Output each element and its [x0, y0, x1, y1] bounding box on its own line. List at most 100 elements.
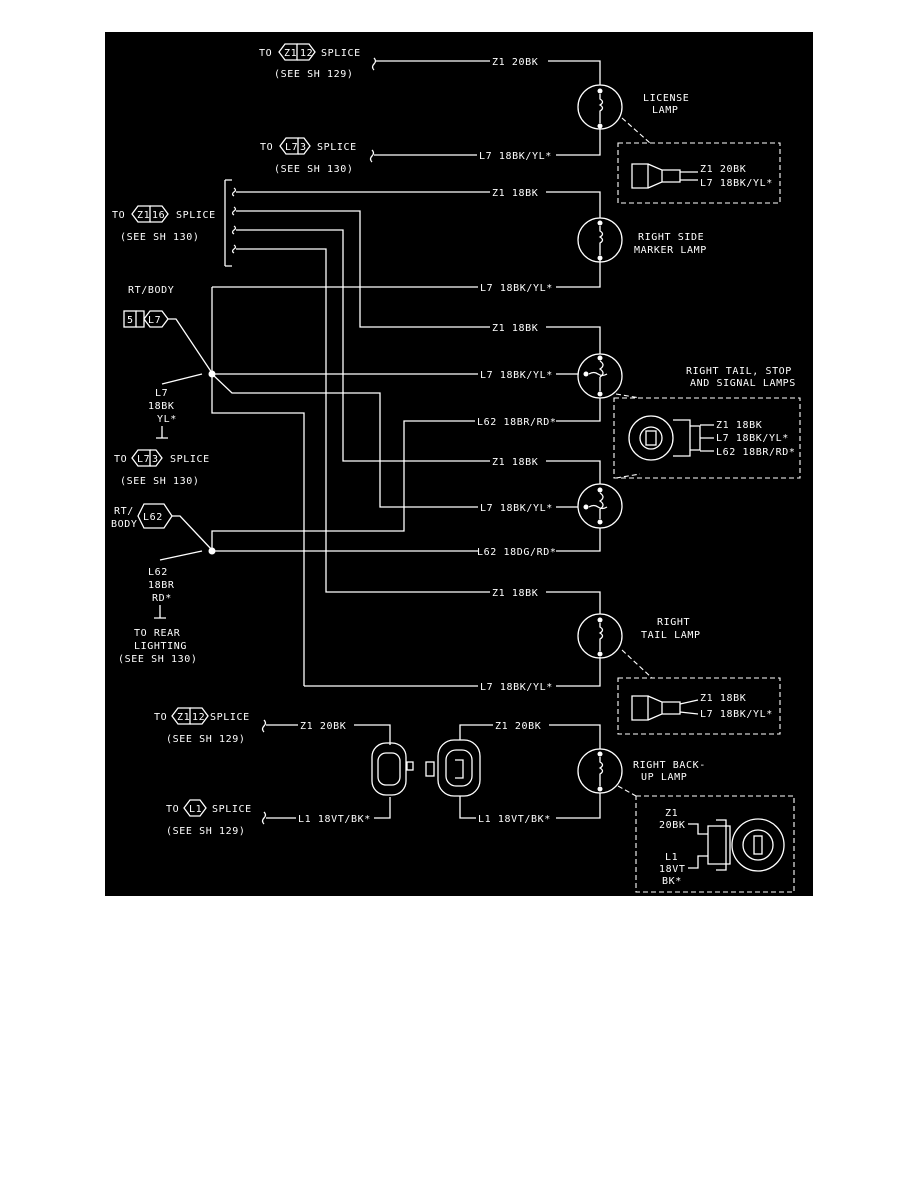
detail-backup-b2: 18VT	[659, 864, 685, 875]
side-marker-pin-b	[597, 255, 603, 261]
tail-stop-detail-socket-outer	[628, 415, 674, 461]
wire-l7-down-stub	[161, 373, 203, 385]
splice-top-l7-code: L7	[285, 142, 298, 153]
body-conn-l7: L7	[148, 315, 161, 326]
lamp-license-label-2: LAMP	[652, 105, 678, 116]
side-marker-filament	[598, 226, 604, 255]
left-l62-code: L62	[148, 567, 168, 578]
lamp-tail-label-2: TAIL LAMP	[641, 630, 701, 641]
tail-stop-detail-box	[613, 397, 801, 479]
body-rt-bottom-1: RT/	[114, 506, 134, 517]
wire-z1-license-right	[548, 60, 601, 92]
tail-lamp-pin-b	[597, 651, 603, 657]
tail-detail-leads	[679, 699, 699, 715]
splice-top-z1-sheet: (SEE SH 129)	[274, 69, 353, 80]
splice-top-l7-code-diamond	[279, 137, 299, 155]
body-conn-l62: L62	[143, 512, 163, 523]
left-l7-break	[156, 426, 168, 439]
tail-stop-pin-b	[583, 371, 589, 377]
splice-bot-z1-code-diamond	[171, 707, 191, 725]
wire-z1-turn-right	[546, 460, 601, 490]
tail-stop-detail-leads	[700, 424, 714, 452]
lamp-backup-label-2: UP LAMP	[641, 772, 687, 783]
license-detail-box	[617, 142, 781, 204]
splice-top-l7-sheet: (SEE SH 130)	[274, 164, 353, 175]
wire-bus-z1-to-stop	[236, 210, 490, 328]
splice-mid-z1-code-diamond	[131, 205, 151, 223]
splice-mid-z1-to: TO	[112, 210, 125, 221]
wire-l7-vertical-trunk	[211, 287, 305, 686]
detail-backup-a1: Z1	[665, 808, 678, 819]
splice-left-l7-code-diamond	[131, 449, 151, 467]
tail-lamp-filament	[598, 623, 604, 651]
wire-l7-turn-left	[211, 373, 478, 508]
inline-connector-male-latch	[406, 761, 414, 771]
detail-tail-b: L7 18BK/YL*	[700, 709, 773, 720]
detail-license-b: L7 18BK/YL*	[700, 178, 773, 189]
splice-left-l7-num: 3	[152, 454, 159, 465]
wire-l1-backup-left-b	[374, 797, 391, 819]
splice-bot-l1-to: TO	[166, 804, 179, 815]
left-l62-break	[154, 605, 166, 619]
detail-backup-a2: 20BK	[659, 820, 685, 831]
backup-section: TO Z1 12 SPLICE (SEE SH 129) Z1 20BK TO …	[154, 707, 795, 893]
wire-label-w5: Z1 18BK	[492, 323, 538, 334]
splice-mid-z1-num: 16	[152, 210, 165, 221]
wire-body-l7-diag	[168, 318, 213, 374]
splice-left-l7-sheet: (SEE SH 130)	[120, 476, 199, 487]
tail-stop-detail-socket-key	[645, 430, 657, 446]
license-detail-leader	[621, 117, 651, 144]
splice-bot-l1-code: L1	[189, 804, 202, 815]
splice-top-z1-to: TO	[259, 48, 272, 59]
wire-l7-license-right	[556, 128, 601, 156]
splice-mid-z1-num-diamond	[150, 205, 169, 223]
turn-lamp-pin-a	[597, 487, 603, 493]
tail-stop-detail-socket-inner	[639, 426, 663, 450]
wire-label-w6: L7 18BK/YL*	[480, 370, 553, 381]
left-l7-code: L7	[155, 388, 168, 399]
rear-lighting-3: (SEE SH 130)	[118, 654, 197, 665]
splice-left-l7-to: TO	[114, 454, 127, 465]
diagram-background	[105, 32, 813, 896]
lamp-tail-stop-label-2: AND SIGNAL LAMPS	[690, 378, 796, 389]
wire-z1-tail-right	[546, 591, 601, 617]
turn-lamp-pin-c	[597, 519, 603, 525]
wire-z1-backup-left-b	[354, 724, 391, 745]
wire-label-w9: L7 18BK/YL*	[480, 503, 553, 514]
backup-lamp-pin-b	[597, 786, 603, 792]
wire-label-w4: L7 18BK/YL*	[480, 283, 553, 294]
tail-lamp-pin-a	[597, 617, 603, 623]
splice-top-l7-num: 3	[300, 142, 307, 153]
body-rt-bottom-2: BODY	[111, 519, 137, 530]
license-lamp-pin-b	[597, 123, 603, 129]
turn-lamp-symbol	[577, 483, 623, 529]
wire-label-w2: L7 18BK/YL*	[479, 151, 552, 162]
wire-z1-backup-right-b	[549, 724, 601, 752]
rear-lighting-2: LIGHTING	[134, 641, 187, 652]
splice-top-l7-num-diamond	[298, 137, 311, 155]
splice-left-l7-word: SPLICE	[170, 454, 210, 465]
splice-bot-z1-num-diamond	[190, 707, 209, 725]
wire-l1-backup-right-b	[556, 790, 601, 819]
side-marker-section: TO Z1 16 SPLICE (SEE SH 130) Z1 18BK RIG…	[112, 179, 706, 593]
wire-label-w13: Z1 20BK	[300, 721, 346, 732]
wire-label-w10: L62 18DG/RD*	[477, 547, 556, 558]
splice-top-z1-num: 12	[300, 48, 313, 59]
splice-bot-z1-to: TO	[154, 712, 167, 723]
license-lamp-filament	[598, 94, 604, 123]
wire-body-l62-diag	[172, 515, 213, 551]
wire-label-w3: Z1 18BK	[492, 188, 538, 199]
detail-license-a: Z1 20BK	[700, 164, 746, 175]
backup-detail-leader	[617, 785, 637, 797]
rear-lighting-1: TO REAR	[134, 628, 181, 639]
splice-bot-z1-word: SPLICE	[210, 712, 250, 723]
wire-break-3	[261, 719, 267, 733]
body-connector-section: RT/BODY 5 L7 L7 18BK YL* TO L7 3 SPLICE …	[111, 285, 478, 686]
tail-stop-lamp-symbol	[577, 353, 623, 399]
detail-tail-stop-a: Z1 18BK	[716, 420, 762, 431]
splice-top-l7-word: SPLICE	[317, 142, 357, 153]
inline-connector-female-outer	[437, 739, 481, 797]
detail-tail-stop-b: L7 18BK/YL*	[716, 433, 789, 444]
splice-top-z1-num-diamond	[297, 43, 316, 61]
body-rt-top: RT/BODY	[128, 285, 174, 296]
